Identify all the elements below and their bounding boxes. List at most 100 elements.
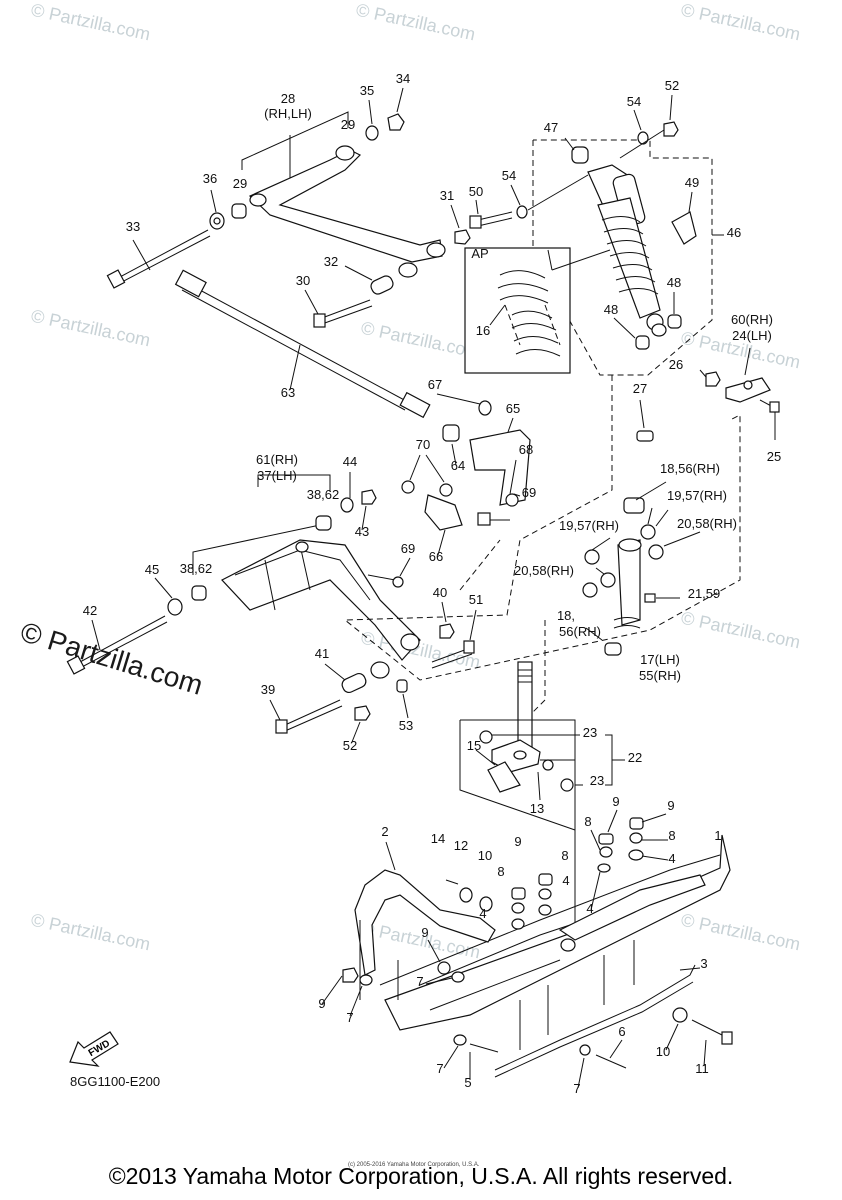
callout-label: 19,57(RH) (667, 488, 727, 503)
callout-label: 21,59 (688, 586, 721, 601)
callout-label: 22 (628, 750, 642, 765)
callout-label: 9 (667, 798, 674, 813)
callout-label: AP (471, 246, 488, 261)
callout-label: 1 (714, 828, 721, 843)
callout-label: 66 (429, 549, 443, 564)
callout-label: 19,57(RH) (559, 518, 619, 533)
callout-label: 11 (695, 1061, 709, 1076)
callout-label: 24(LH) (732, 328, 772, 343)
callout-label: 3 (700, 956, 707, 971)
shock-absorber-group (469, 94, 724, 376)
callout-label: 68 (519, 442, 533, 457)
callout-label: 70 (416, 437, 430, 452)
callout-label: 15 (467, 738, 481, 753)
callout-label: 48 (667, 275, 681, 290)
callout-label: 26 (669, 357, 683, 372)
callout-label: 2 (381, 824, 388, 839)
callout-label: 16 (476, 323, 490, 338)
steering-column-group (459, 620, 625, 955)
callout-label: 34 (396, 71, 410, 86)
callout-label: 54 (627, 94, 641, 109)
callout-label: 7 (573, 1081, 580, 1096)
callout-label: 25 (767, 449, 781, 464)
callout-label: 17(LH) (640, 652, 680, 667)
callout-label: 13 (530, 801, 544, 816)
callout-label: 41 (315, 646, 329, 661)
callout-label: (RH,LH) (264, 106, 312, 121)
callout-label: 39 (261, 682, 275, 697)
callout-label: 53 (399, 718, 413, 733)
callout-label: 4 (479, 906, 486, 921)
ski-group (354, 834, 731, 1078)
callout-label: 52 (343, 738, 357, 753)
callout-label: 55(RH) (639, 668, 681, 683)
callout-label: 63 (281, 385, 295, 400)
callout-label: 6 (618, 1024, 625, 1039)
ski-hardware (321, 809, 733, 1089)
callout-label: 18, (557, 608, 575, 623)
spindle-group (343, 347, 780, 681)
callout-label: 7 (436, 1061, 443, 1076)
callout-label: 47 (544, 120, 558, 135)
callout-label: 10 (656, 1044, 670, 1059)
callout-label: 50 (469, 184, 483, 199)
ap-inset (464, 247, 611, 374)
callout-label: 23 (583, 725, 597, 740)
callout-label: 35 (360, 83, 374, 98)
callout-label: 61(RH) (256, 452, 298, 467)
callout-label: 10 (478, 848, 492, 863)
callout-label: 8 (497, 864, 504, 879)
callout-label: 23 (590, 773, 604, 788)
callout-label: 9 (514, 834, 521, 849)
callout-label: 38,62 (180, 561, 213, 576)
callout-label: 7 (346, 1010, 353, 1025)
callout-label: 8 (584, 814, 591, 829)
callout-label: 56(RH) (559, 624, 601, 639)
callout-label: 60(RH) (731, 312, 773, 327)
callout-label: 49 (685, 175, 699, 190)
callout-label: 54 (502, 168, 516, 183)
callout-label: 32 (324, 254, 338, 269)
callout-label: 14 (431, 831, 445, 846)
callout-label: 52 (665, 78, 679, 93)
callout-label: 69 (522, 485, 536, 500)
callout-label: 40 (433, 585, 447, 600)
callout-label: 27 (633, 381, 647, 396)
callout-label: 38,62 (307, 487, 340, 502)
callout-label: 37(LH) (257, 468, 297, 483)
callout-label: 29 (233, 176, 247, 191)
copyright-notice: ©2013 Yamaha Motor Corporation, U.S.A. A… (108, 1163, 734, 1189)
link-group (401, 393, 531, 556)
callout-label: 64 (451, 458, 465, 473)
callout-label: 31 (440, 188, 454, 203)
callout-label: 12 (454, 838, 468, 853)
callout-label: 48 (604, 302, 618, 317)
callout-label: 67 (428, 377, 442, 392)
callout-label: 29 (341, 117, 355, 132)
callout-label: 44 (343, 454, 357, 469)
callout-label: 4 (586, 901, 593, 916)
callout-label: 69 (401, 541, 415, 556)
callout-label: 9 (612, 794, 619, 809)
callout-label: 20,58(RH) (677, 516, 737, 531)
callout-label: 65 (506, 401, 520, 416)
callout-label: 20,58(RH) (514, 563, 574, 578)
forward-arrow: FWD (69, 1031, 119, 1067)
callout-label: 5 (464, 1075, 471, 1090)
upper-arm-group (106, 87, 471, 328)
callout-label: 28 (281, 91, 295, 106)
callout-label: 43 (355, 524, 369, 539)
callout-label: 9 (318, 996, 325, 1011)
callout-label: 18,56(RH) (660, 461, 720, 476)
callout-label: 36 (203, 171, 217, 186)
small-copyright: (c) 2005-2016 Yamaha Motor Corporation, … (348, 1162, 480, 1168)
callout-label: 51 (469, 592, 483, 607)
callout-label: 33 (126, 219, 140, 234)
callout-label: 7 (416, 974, 423, 989)
callout-label: 30 (296, 273, 310, 288)
lower-arm-group (66, 472, 477, 743)
shaft-63 (174, 269, 431, 419)
